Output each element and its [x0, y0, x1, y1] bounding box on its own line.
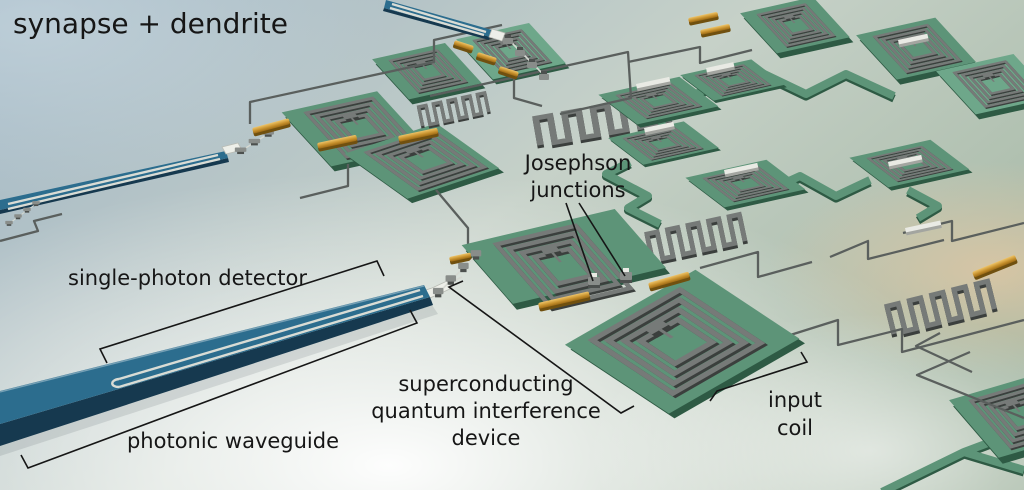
gold-shunt-bar — [453, 40, 474, 54]
label-input-coil-line1: input — [768, 388, 822, 412]
single-photon-detector-wire — [111, 288, 424, 389]
annotations: synapse + dendrite single-photon detecto… — [13, 7, 822, 469]
label-input-coil-line2: coil — [777, 416, 813, 440]
background-circuits — [281, 0, 1024, 464]
white-bars — [636, 33, 942, 236]
gold-shunt-bar — [700, 24, 731, 38]
waveguide-bracket — [20, 309, 419, 469]
squid-input-coil — [564, 269, 805, 419]
resistor-bar — [706, 62, 735, 76]
resistor-bar — [636, 76, 671, 92]
figure-title: synapse + dendrite — [13, 7, 288, 40]
gold-bars — [252, 12, 1018, 280]
label-photonic-waveguide: photonic waveguide — [127, 429, 339, 453]
resistor-bar — [644, 121, 675, 136]
resistor-bar — [898, 33, 929, 48]
synapse-unit — [344, 123, 504, 204]
photonic-waveguide-top — [383, 0, 506, 42]
label-josephson-line2: junctions — [529, 178, 625, 202]
gold-shunt-bar — [688, 12, 719, 26]
gold-shunt-bar — [972, 255, 1018, 280]
label-josephson-line1: Josephson — [523, 151, 632, 175]
dendrite-coil — [608, 121, 721, 168]
photonic-waveguide-foreground — [0, 285, 438, 456]
label-squid-line3: device — [452, 426, 521, 450]
squid-left-coil — [461, 208, 670, 316]
gold-shunt-bar — [252, 118, 291, 137]
synapse-unit — [740, 0, 854, 59]
detector-bracket — [98, 260, 385, 364]
label-single-photon-detector: single-photon detector — [68, 266, 307, 290]
photonic-waveguide-mid — [0, 142, 243, 214]
input-coil-bracket — [709, 351, 809, 402]
josephson-leader-lines — [565, 202, 626, 282]
resistor-bar — [888, 154, 923, 170]
gold-shunt-bar — [538, 291, 591, 312]
dendrite-coil — [685, 159, 809, 211]
gold-shunt-bar — [476, 52, 497, 66]
gold-shunt-bar — [398, 128, 439, 145]
gold-shunt-bar — [449, 252, 472, 265]
interconnect-wires — [0, 23, 1024, 420]
label-squid-line1: superconducting — [398, 372, 573, 396]
dendrite-coil — [849, 139, 973, 191]
gold-shunt-bar — [648, 271, 691, 292]
squid-bracket — [447, 280, 635, 414]
gold-shunt-bar — [317, 135, 358, 152]
resistor-bar — [905, 220, 942, 236]
gold-shunt-bar — [498, 66, 519, 80]
label-squid-line2: quantum interference — [371, 399, 601, 423]
resistor-bar — [724, 162, 759, 178]
